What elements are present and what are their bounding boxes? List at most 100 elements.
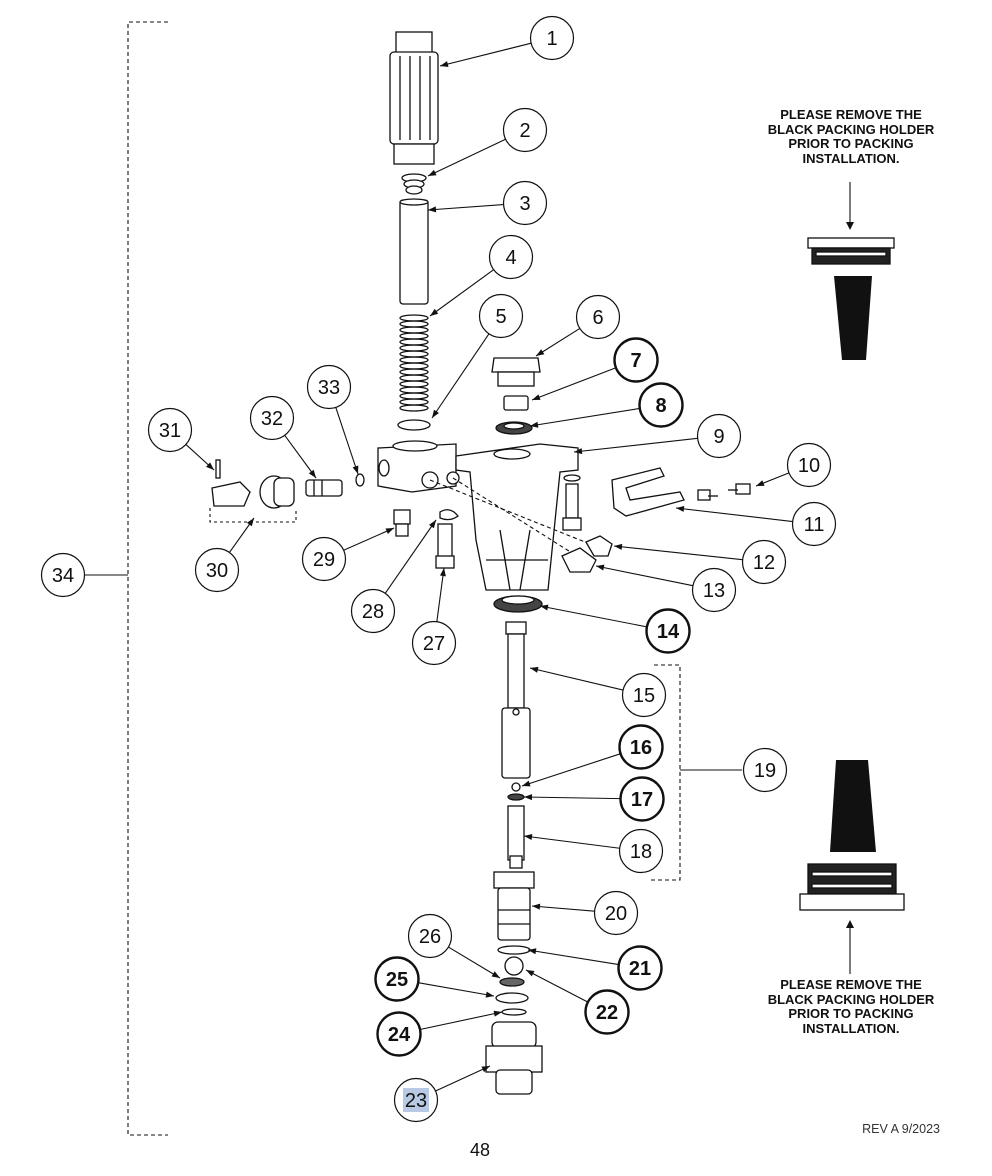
callout-label-1: 1 xyxy=(546,28,557,50)
callout-circle-21 xyxy=(617,945,663,991)
ball-22 xyxy=(504,956,524,976)
leader-arrow-23 xyxy=(481,1066,490,1073)
piston-rod-15 xyxy=(501,621,531,779)
callout-label-27: 27 xyxy=(423,633,445,655)
leader-arrow-25 xyxy=(485,991,494,998)
bushing-7 xyxy=(503,395,529,411)
leader-line-18 xyxy=(523,835,620,849)
callout-circle-20 xyxy=(593,890,639,936)
leader-line-29 xyxy=(343,527,395,551)
callout-circle-18 xyxy=(618,828,664,874)
callout-circle-33 xyxy=(306,364,352,410)
callout-circle-7 xyxy=(613,337,659,383)
leader-arrow-31 xyxy=(206,462,214,470)
callout-label-23: 23 xyxy=(405,1090,427,1112)
callout-circle-11 xyxy=(791,501,837,547)
callout-label-19: 19 xyxy=(754,760,776,782)
screw-10b xyxy=(697,489,718,501)
leader-arrow-27 xyxy=(439,568,446,577)
callout-label-14: 14 xyxy=(657,621,680,643)
callout-label-10: 10 xyxy=(798,455,820,477)
spring-coil xyxy=(399,332,429,340)
leader-line-16 xyxy=(521,753,621,787)
packing-illustration-top xyxy=(807,237,895,360)
alignment-line xyxy=(429,479,601,549)
leader-line-11 xyxy=(675,507,793,523)
callout-circle-5 xyxy=(478,293,524,339)
leader-line-32 xyxy=(284,435,317,479)
callout-label-31: 31 xyxy=(159,420,181,442)
leader-line-25 xyxy=(418,982,495,997)
seal-14 xyxy=(493,595,543,613)
callout-label-12: 12 xyxy=(753,552,775,574)
packing-note-bottom: PLEASE REMOVE THE BLACK PACKING HOLDER P… xyxy=(767,977,935,1036)
callout-label-34: 34 xyxy=(52,565,74,587)
spring-coil xyxy=(399,338,429,346)
leader-line-13 xyxy=(595,565,694,587)
o-ring-5 xyxy=(397,419,431,431)
callout-label-16: 16 xyxy=(630,737,652,759)
spring-coil xyxy=(399,392,429,400)
callout-label-5: 5 xyxy=(495,306,506,328)
callout-circle-24 xyxy=(376,1011,422,1057)
leader-line-20 xyxy=(531,905,595,912)
callout-circle-25 xyxy=(374,956,420,1002)
callout-label-32: 32 xyxy=(261,408,283,430)
spring-coil xyxy=(399,320,429,328)
assembly-bracket-34 xyxy=(84,21,168,1136)
leader-lines xyxy=(185,42,793,1092)
callout-label-13: 13 xyxy=(703,580,725,602)
callout-label-25: 25 xyxy=(386,969,408,991)
leader-arrow-11 xyxy=(676,505,685,512)
callout-circle-27 xyxy=(411,620,457,666)
callout-label-6: 6 xyxy=(592,307,603,329)
leader-arrow-16 xyxy=(522,780,531,787)
callout-circle-34 xyxy=(40,552,86,598)
bolt-under-body xyxy=(562,474,582,531)
leader-line-26 xyxy=(448,946,501,979)
spring-coil xyxy=(399,344,429,352)
leader-arrow-32 xyxy=(308,469,316,478)
pin-31 xyxy=(215,459,221,479)
leader-arrow-18 xyxy=(524,834,533,840)
spring-coil xyxy=(399,404,429,412)
spring-coil xyxy=(399,374,429,382)
leader-line-23 xyxy=(435,1065,491,1092)
leader-line-15 xyxy=(529,667,624,691)
callout-label-26: 26 xyxy=(419,926,441,948)
leader-line-17 xyxy=(523,796,621,800)
clip-28 xyxy=(439,509,459,521)
leader-arrow-6 xyxy=(536,349,545,356)
callout-label-21: 21 xyxy=(629,958,651,980)
leader-line-24 xyxy=(419,1011,503,1031)
plug-12 xyxy=(585,535,613,557)
callout-label-29: 29 xyxy=(313,549,335,571)
leader-arrow-17 xyxy=(524,794,533,801)
callout-circle-9 xyxy=(696,413,742,459)
callout-label-15: 15 xyxy=(633,685,655,707)
leader-line-14 xyxy=(539,605,648,628)
spring-coil xyxy=(399,386,429,394)
callout-circle-16 xyxy=(618,724,664,770)
knob-30 xyxy=(259,475,295,509)
leader-arrow-33 xyxy=(352,465,359,474)
callout-label-28: 28 xyxy=(362,601,384,623)
callout-circle-28 xyxy=(350,588,396,634)
leader-line-2 xyxy=(427,138,506,177)
callout-circle-15 xyxy=(621,672,667,718)
callout-circle-30 xyxy=(194,547,240,593)
callout-circle-29 xyxy=(301,536,347,582)
callout-circle-4 xyxy=(488,234,534,280)
callout-label-2: 2 xyxy=(519,120,530,142)
callout-label-4: 4 xyxy=(505,247,516,269)
bolt-27 xyxy=(435,523,455,569)
leader-line-8 xyxy=(529,407,640,427)
leader-arrow-8 xyxy=(530,421,539,428)
callout-label-30: 30 xyxy=(206,560,228,582)
grip-handle xyxy=(389,31,439,165)
leader-arrow-10 xyxy=(756,480,765,486)
callout-label-18: 18 xyxy=(630,841,652,863)
leader-arrow-3 xyxy=(428,206,437,213)
callout-label-3: 3 xyxy=(519,193,530,215)
